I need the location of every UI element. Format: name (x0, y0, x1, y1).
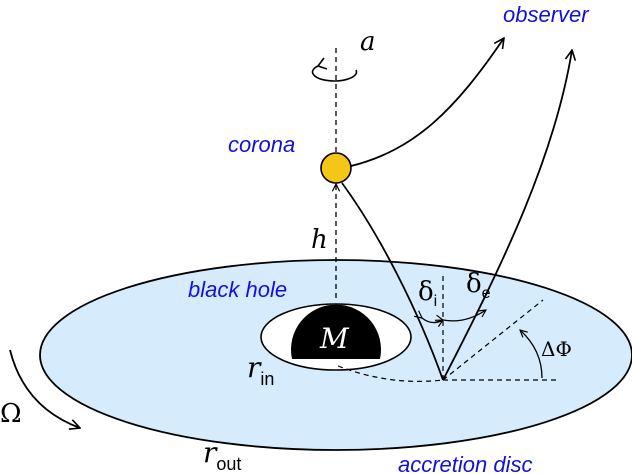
omega-label: Ω (0, 399, 22, 429)
delta-e-label: δe (466, 269, 491, 302)
delta-i-base: δ (418, 277, 434, 307)
omega-rotation-arrow (9, 349, 80, 428)
delta-phi-label: ΔΦ (541, 337, 572, 361)
r-out-label: rout (203, 436, 241, 474)
height-label-bg (312, 224, 334, 252)
delta-phi-arc (520, 330, 543, 379)
delta-i-label: δi (418, 277, 437, 310)
r-out-base: r (203, 436, 218, 469)
r-in-sub: in (260, 369, 274, 389)
corona-source (320, 152, 352, 184)
spin-label: a (360, 27, 376, 57)
observer-label: observer (503, 2, 590, 27)
r-in-base: r (247, 351, 262, 384)
accretion-disc-label: accretion disc (398, 452, 533, 474)
ray-disc-observer (442, 50, 572, 381)
azimuth-line-1 (442, 299, 544, 381)
delta-e-sub: e (482, 285, 491, 302)
black-hole (291, 304, 382, 359)
r-in-label: rin (247, 351, 274, 389)
ray-corona-observer (350, 38, 504, 167)
mass-label: M (319, 322, 350, 355)
delta-i-sub: i (434, 293, 438, 310)
r-out-sub: out (216, 454, 241, 474)
corona-label: corona (228, 132, 295, 157)
height-label: h (311, 225, 328, 255)
delta-e-base: δ (466, 269, 482, 299)
black-hole-label: black hole (188, 277, 287, 302)
spin-rotation-icon (311, 57, 358, 82)
ray-corona-disc (341, 182, 444, 381)
delta-e-arc (443, 310, 486, 321)
radial-arc (337, 365, 444, 382)
